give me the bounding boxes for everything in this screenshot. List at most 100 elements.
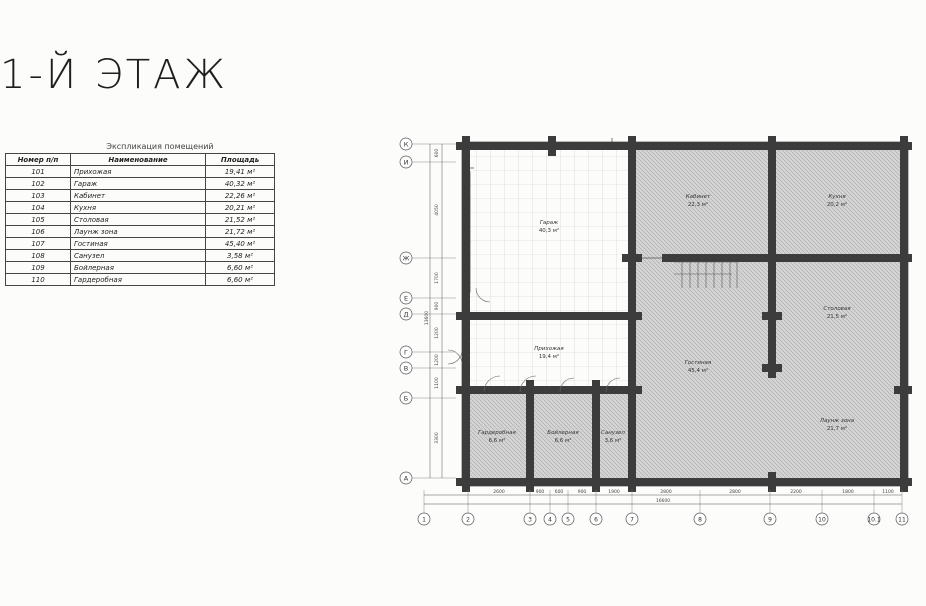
room-label-name: Гостиная (685, 360, 712, 366)
dimension-value: 1100 (882, 489, 894, 495)
room-label-area: 20,2 м² (827, 201, 847, 208)
log-wall (900, 142, 908, 486)
cell-area: 40,32 м² (205, 177, 275, 190)
col-axis-label: 4 (548, 517, 552, 524)
wall-joint (628, 136, 636, 156)
explication-caption: Экспликация помещений (106, 142, 214, 151)
explication-table: Экспликация помещений Номер п/п Наименов… (5, 142, 275, 286)
room-label-name: Гардеробная (478, 430, 516, 436)
dimension-value: 3300 (434, 432, 440, 444)
dimension-value: 900 (536, 489, 545, 495)
cell-area: 6,60 м² (205, 261, 275, 274)
wall-joint (628, 248, 636, 268)
dimension-value: 1200 (434, 354, 440, 366)
room-label-area: 6,6 м² (555, 437, 572, 444)
cell-number: 101 (5, 165, 71, 178)
cell-name: Кабинет (70, 189, 206, 202)
col-axis-label: 1 (422, 517, 426, 524)
row-axis-label: И (404, 159, 409, 167)
col-axis-label: 9 (768, 517, 772, 524)
cell-area: 21,52 м² (205, 213, 275, 226)
col-axis-label: 10 (818, 517, 826, 524)
dimension-value: 1900 (608, 489, 620, 495)
dimension-total: 13600 (424, 311, 430, 325)
wall-joint (900, 380, 908, 400)
dimension-value: 2800 (729, 489, 741, 495)
room-label-name: Лаунж зона (819, 418, 855, 424)
dimension-value: 4050 (434, 204, 440, 216)
wall-joint (768, 306, 776, 326)
wall-joint (628, 472, 636, 492)
dimension-value: 2200 (790, 489, 802, 495)
dimension-value: 1200 (434, 327, 440, 339)
room-label-area: 6,6 м² (489, 437, 506, 444)
room-label-area: 40,3 м² (539, 227, 559, 234)
cell-name: Лаунж зона (70, 225, 206, 238)
room-label-area: 22,3 м² (688, 201, 708, 208)
wall-joint (628, 380, 636, 400)
wall-joint (548, 136, 556, 156)
row-axis-label: К (404, 141, 409, 149)
cell-name: Прихожая (70, 165, 206, 178)
col-axis-label: 6 (594, 517, 598, 524)
cell-name: Гараж (70, 177, 206, 190)
row-axis-label: Е (404, 295, 408, 303)
staircase (674, 261, 738, 288)
wall-joint (768, 358, 776, 378)
log-wall (462, 386, 634, 394)
cell-name: Бойлерная (70, 261, 206, 274)
room-label-name: Прихожая (534, 346, 564, 352)
wall-joint (768, 248, 776, 268)
header-name: Наименование (70, 153, 206, 166)
dimension-value: 600 (434, 149, 440, 158)
wall-joint (628, 306, 636, 326)
cell-name: Столовая (70, 213, 206, 226)
col-axis-label: 5 (566, 517, 570, 524)
log-wall (526, 390, 534, 486)
wall-joint (462, 306, 470, 326)
dimension-value: 2600 (493, 489, 505, 495)
wall-joint (900, 136, 908, 156)
dimension-value: 900 (578, 489, 587, 495)
wall-joint (900, 472, 908, 492)
cell-number: 107 (5, 237, 71, 250)
col-axis-label: 7 (630, 517, 634, 524)
dimension-value: 2800 (660, 489, 672, 495)
col-axis-label: 10.1 (867, 517, 881, 524)
room-label-area: 21,7 м² (827, 425, 847, 432)
room-label-area: 19,4 м² (539, 353, 559, 360)
cell-area: 20,21 м² (205, 201, 275, 214)
room-label-name: Кабинет (686, 194, 711, 200)
col-axis-label: 11 (898, 517, 906, 524)
header-number: Номер п/п (5, 153, 71, 166)
log-wall (462, 312, 634, 320)
cell-area: 21,72 м² (205, 225, 275, 238)
door-swings (447, 287, 621, 393)
wall-joint (592, 472, 600, 492)
wall-joint (768, 136, 776, 156)
room-label-area: 21,5 м² (827, 313, 847, 320)
cell-name: Кухня (70, 201, 206, 214)
cell-number: 104 (5, 201, 71, 214)
wall-joint (462, 380, 470, 400)
col-axis-label: 8 (698, 517, 702, 524)
log-wall (462, 478, 908, 486)
wall-joint (526, 380, 534, 400)
dimension-value: 600 (555, 489, 564, 495)
cell-area: 22,26 м² (205, 189, 275, 202)
cell-name: Гостиная (70, 237, 206, 250)
log-wall (662, 254, 908, 262)
wall-joint (526, 472, 534, 492)
cell-area: 45,40 м² (205, 237, 275, 250)
room-label-area: 3,6 м² (605, 437, 622, 444)
wall-joint (900, 248, 908, 268)
room-label-name: Гараж (540, 220, 558, 226)
